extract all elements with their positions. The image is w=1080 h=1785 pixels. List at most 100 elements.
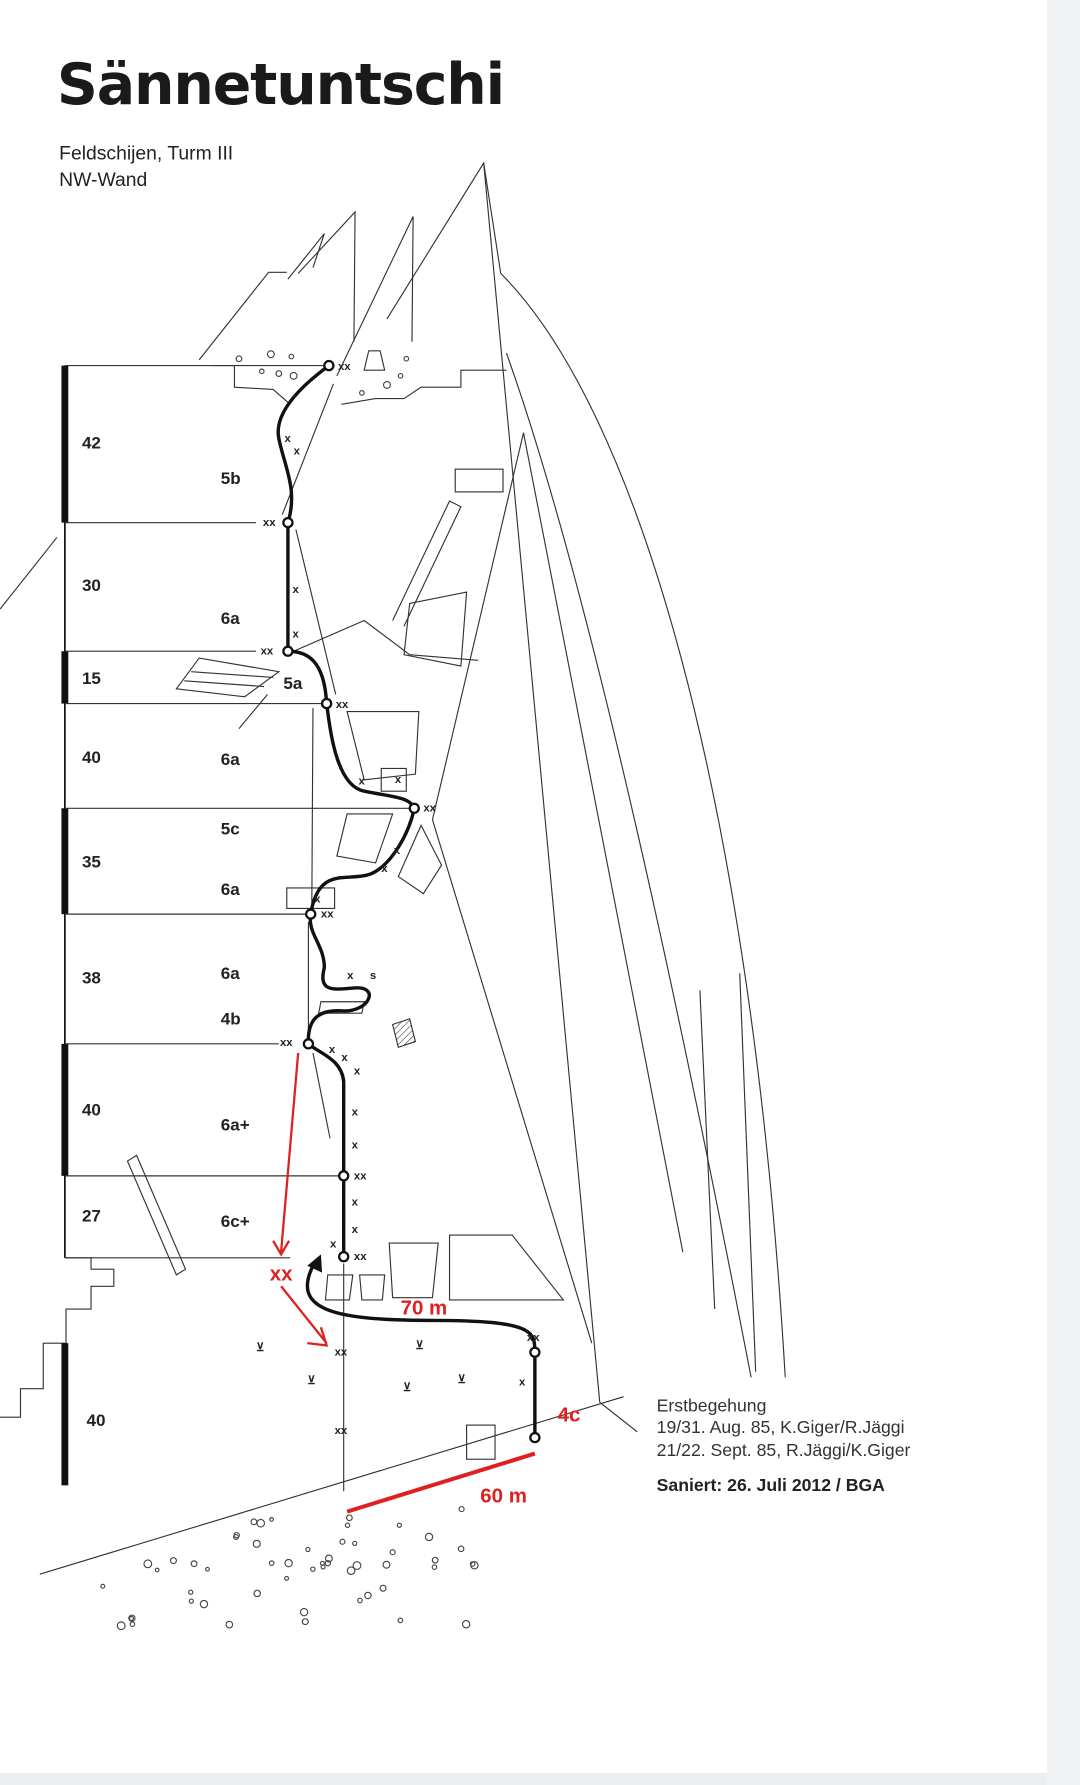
rappel-lines	[281, 383, 345, 1492]
scree-pebble	[250, 1518, 258, 1526]
scree-pebble	[305, 1546, 311, 1553]
svg-text:x: x	[341, 1052, 348, 1064]
svg-text:x: x	[352, 1140, 359, 1152]
pitch-7-length: 40	[82, 1101, 101, 1120]
scree-pebble	[320, 1564, 326, 1570]
scree-pebble	[457, 1545, 465, 1553]
route-title: Sännetuntschi	[57, 52, 504, 118]
scree-pebble	[458, 1506, 465, 1513]
approach-route	[305, 1262, 537, 1438]
scree-pebble	[253, 1589, 261, 1598]
svg-text:x: x	[352, 1224, 359, 1236]
scree-pebble	[128, 1615, 134, 1621]
pitch-3-grade: 5a	[283, 674, 302, 693]
arrow-head-icon	[307, 1254, 323, 1273]
subtitle-location: Feldschijen, Turm III	[59, 143, 233, 165]
svg-text:x: x	[519, 1376, 526, 1388]
pitch-4-length: 40	[82, 748, 101, 767]
scree-pebble	[299, 1607, 309, 1617]
pitch-6-grade-b: 4b	[221, 1010, 241, 1029]
scree-pebble	[199, 1599, 209, 1609]
scree-pebble	[470, 1561, 479, 1570]
svg-text:x: x	[395, 774, 402, 786]
scree-pebble	[310, 1566, 316, 1572]
pitch-length-scale	[61, 365, 410, 1486]
svg-text:x: x	[354, 1066, 361, 1078]
svg-text:xx: xx	[335, 1425, 348, 1437]
scree-pebble	[389, 1549, 396, 1556]
scree-pebble	[233, 1534, 239, 1540]
scree-pebble	[269, 1517, 274, 1522]
svg-text:⊻: ⊻	[415, 1340, 423, 1352]
red-annotations: xx 70 m 4c 60 m	[270, 1052, 581, 1514]
svg-text:x: x	[314, 894, 321, 906]
svg-text:x: x	[329, 1044, 336, 1056]
belay-stations	[282, 359, 541, 1444]
svg-text:x: x	[285, 433, 292, 445]
svg-text:xx: xx	[338, 361, 351, 373]
scree-pebble	[188, 1598, 194, 1604]
pitch-7-grade: 6a+	[221, 1115, 250, 1134]
svg-text:x: x	[292, 629, 299, 641]
pitch-1-length: 42	[82, 434, 101, 453]
scree-pebble	[379, 1584, 387, 1592]
scree-pebble	[324, 1554, 333, 1563]
summit-pebbles	[235, 350, 410, 396]
scree-pebble	[352, 1561, 362, 1570]
svg-text:x: x	[358, 775, 365, 787]
svg-text:x: x	[352, 1196, 359, 1208]
first-ascent-credits: Erstbegehung 19/31. Aug. 85, K.Giger/R.J…	[657, 1395, 911, 1495]
scree-pebble	[128, 1614, 136, 1622]
mountain-outline: ⊻⊻ ⊻⊻⊻	[0, 161, 786, 1575]
credits-line-1: 19/31. Aug. 85, K.Giger/R.Jäggi	[657, 1417, 905, 1437]
red-station-label: xx	[270, 1263, 293, 1286]
svg-text:xx: xx	[261, 646, 274, 658]
scree-pebble	[461, 1620, 471, 1629]
svg-text:⊻: ⊻	[457, 1374, 465, 1386]
svg-text:s: s	[370, 970, 376, 982]
scree-pebble	[188, 1589, 194, 1595]
credits-line-2: 21/22. Sept. 85, R.Jäggi/K.Giger	[657, 1440, 911, 1460]
svg-text:⊻: ⊻	[307, 1375, 315, 1387]
pitch-8-grade: 6c+	[221, 1212, 250, 1231]
climbing-route	[276, 364, 417, 1257]
scree-field	[100, 1506, 479, 1631]
scree-pebble	[382, 1560, 391, 1569]
svg-text:xx: xx	[423, 803, 436, 815]
scree-pebble	[424, 1532, 434, 1542]
pitch-2-length: 30	[82, 576, 101, 595]
scree-pebble	[225, 1620, 234, 1629]
scree-pebble	[352, 1540, 358, 1546]
renovation-note: Saniert: 26. Juli 2012 / BGA	[657, 1475, 886, 1495]
svg-text:x: x	[381, 863, 388, 875]
svg-text:⊻: ⊻	[403, 1382, 411, 1394]
scree-pebble	[301, 1618, 309, 1626]
scree-pebble	[397, 1617, 404, 1624]
credits-heading: Erstbegehung	[657, 1395, 767, 1415]
scree-pebble	[431, 1556, 439, 1564]
svg-text:xx: xx	[321, 909, 334, 921]
scree-pebble	[252, 1539, 261, 1548]
scree-pebble	[268, 1560, 275, 1566]
scree-pebble	[346, 1566, 356, 1575]
pitch-6-length: 38	[82, 969, 101, 988]
scree-pebble	[256, 1518, 266, 1528]
svg-text:x: x	[394, 845, 401, 857]
scree-pebble	[357, 1597, 363, 1604]
scree-pebble	[190, 1560, 198, 1568]
scree-pebble	[364, 1591, 372, 1600]
svg-text:x: x	[347, 970, 354, 982]
scree-pebble	[431, 1564, 438, 1570]
approach-grade-label: 4c	[558, 1404, 581, 1427]
pitch-1-grade: 5b	[221, 469, 241, 488]
svg-text:xx: xx	[527, 1332, 540, 1344]
scree-pebble	[284, 1558, 293, 1568]
svg-text:x: x	[292, 584, 299, 596]
scree-pebble	[339, 1538, 346, 1545]
scree-pebble	[116, 1621, 126, 1631]
scree-pebble	[129, 1621, 136, 1627]
approach-distance-label: 60 m	[480, 1484, 527, 1507]
viewer-bottom-edge	[0, 1773, 1047, 1785]
